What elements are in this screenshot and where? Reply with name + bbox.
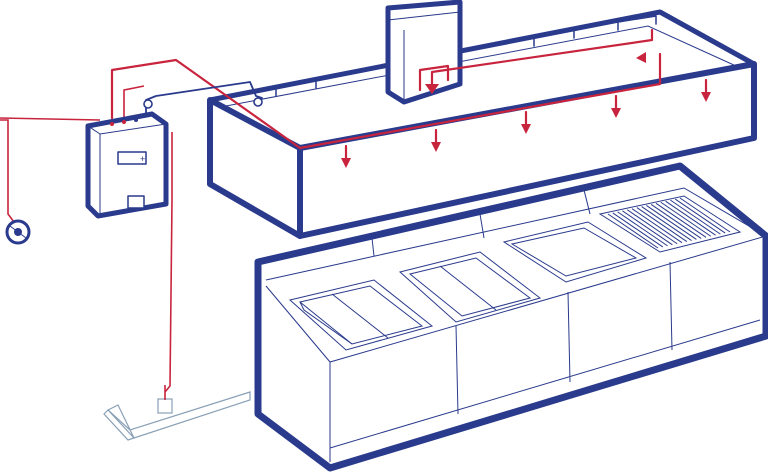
cooking-line	[254, 162, 768, 472]
terminal-1-icon	[110, 122, 114, 126]
filter-handle-1	[275, 79, 317, 97]
flow-arrow-fan	[425, 84, 439, 94]
pull-station-cable	[0, 117, 101, 223]
cabinet-label	[127, 195, 145, 209]
grate-bar	[636, 207, 688, 243]
filter-handle-3	[617, 15, 657, 31]
grate-bar	[679, 197, 731, 233]
counter-front-edge	[265, 235, 767, 363]
fryer-2-icon	[398, 251, 542, 323]
cabinet-base-line	[329, 319, 761, 449]
grate-bar	[670, 199, 721, 235]
gas-line	[103, 385, 251, 441]
cabinet-plus-icon: +	[140, 154, 145, 164]
pulley-2-icon	[253, 97, 263, 107]
charbroiler-icon	[598, 195, 742, 253]
nozzle-5-icon	[701, 92, 711, 102]
grate-bar	[617, 211, 668, 247]
supply-pipe	[110, 52, 662, 150]
nozzle-1-icon	[341, 158, 351, 168]
terminal-3-icon	[134, 118, 138, 122]
grate-bar	[660, 201, 712, 237]
nozzle-3-icon	[521, 124, 531, 134]
exhaust-fan-box-icon	[385, 0, 463, 105]
grate-bar	[655, 202, 707, 238]
front-divider-2	[567, 291, 571, 383]
gas-pipe-drop	[103, 409, 136, 441]
detection-line	[123, 85, 145, 118]
grate-bar	[650, 203, 702, 239]
grate-bar	[622, 210, 673, 246]
terminal-2-icon	[122, 120, 126, 124]
griddle-icon	[502, 221, 648, 283]
hood-side	[207, 97, 303, 239]
exhaust-hood	[207, 9, 757, 239]
divider-2	[479, 213, 485, 239]
grate-bar	[626, 209, 678, 245]
divider-3	[583, 189, 591, 215]
manual-pull-station-icon	[5, 219, 31, 245]
flow-arrow-top	[636, 52, 646, 63]
backsplash-edge	[257, 165, 681, 263]
suppression-piping	[0, 28, 711, 393]
counter-back-edge	[265, 187, 767, 281]
nozzle-2-icon	[431, 142, 441, 152]
grate-bar	[674, 198, 726, 234]
grate-bar	[631, 208, 683, 244]
grate-bar	[612, 212, 664, 248]
control-cabinet-icon: +	[85, 111, 169, 219]
grate-bar	[641, 206, 692, 241]
cabinet-gauge	[117, 151, 147, 165]
gas-pipe-horizontal	[106, 391, 251, 439]
nozzle-4-icon	[611, 108, 621, 118]
grate-bar	[665, 200, 716, 236]
gas-valve-icon	[157, 398, 173, 414]
fryer-1-icon	[288, 279, 434, 351]
front-divider-1	[455, 325, 459, 415]
divider-1	[371, 237, 375, 257]
hood-lip	[225, 25, 737, 107]
grate-bar	[646, 205, 697, 240]
gas-valve-cable	[164, 132, 173, 393]
supply-top-run	[430, 28, 654, 94]
pulley-icon	[143, 99, 153, 109]
front-divider-3	[669, 261, 673, 351]
filter-handle-2	[533, 29, 575, 47]
fan-loop	[418, 64, 450, 92]
grate-bar	[607, 213, 659, 249]
